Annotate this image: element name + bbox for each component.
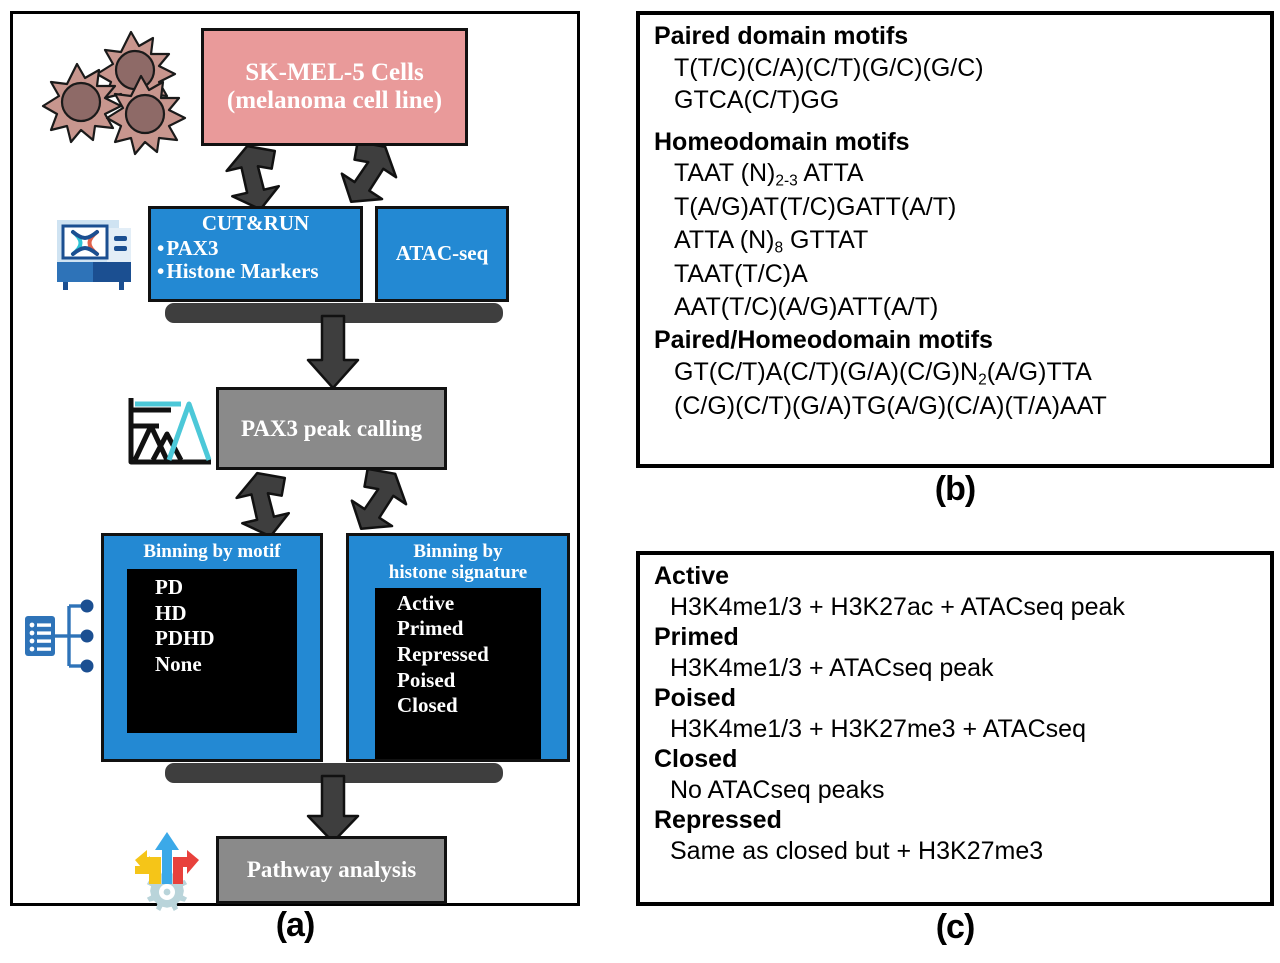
arrow-peak-calling-to-binning xyxy=(235,469,408,537)
motif-group-heading: Homeodomain motifs xyxy=(654,127,910,156)
box-atac-seq: ATAC-seq xyxy=(375,206,509,302)
panel-a-workflow-diagram: SK-MEL-5 Cells (melanoma cell line) CUT&… xyxy=(10,11,580,911)
box-sk-mel-5-cells: SK-MEL-5 Cells (melanoma cell line) xyxy=(201,28,468,146)
motif-pre: ATTA (N) xyxy=(674,225,775,254)
signature-group-repressed: Repressed Same as closed but + H3K27me3 xyxy=(640,806,1270,867)
signature-definition: H3K4me1/3 + H3K27ac + ATACseq peak xyxy=(670,593,1125,621)
connector-bar-binning xyxy=(165,763,503,783)
sequencer-machine-icon xyxy=(57,220,131,290)
box-pathway-analysis: Pathway analysis xyxy=(216,836,447,904)
binning-by-histone-list: Active Primed Repressed Poised Closed xyxy=(375,587,541,759)
motif-sub: 2-3 xyxy=(775,172,798,190)
motif-bin-hd: HD xyxy=(155,600,187,625)
motif-post: GTTAT xyxy=(783,225,869,254)
motif-group-paired-homeodomain: Paired/Homeodomain motifs GT(C/T)A(C/T)(… xyxy=(640,325,1270,422)
motif-item: (C/G)(C/T)(G/A)TG(A/G)(C/A)(T/A)AAT xyxy=(674,392,1107,421)
motif-bin-pdhd: PDHD xyxy=(155,626,215,651)
signature-group-poised: Poised H3K4me1/3 + H3K27me3 + ATACseq xyxy=(640,684,1270,745)
sk-mel-5-line1: SK-MEL-5 Cells xyxy=(245,59,424,86)
signature-definition: H3K4me1/3 + H3K27me3 + ATACseq xyxy=(670,715,1086,743)
cut-and-run-bullet-pax3: PAX3 xyxy=(157,236,360,261)
motif-pre: GT(C/T)A(C/T)(G/A)(C/G)N xyxy=(674,357,979,386)
signature-definition: No ATACseq peaks xyxy=(670,776,885,804)
motif-post: ATTA xyxy=(797,159,864,187)
pax3-peak-calling-title: PAX3 peak calling xyxy=(240,415,423,441)
signature-definition: H3K4me1/3 + ATACseq peak xyxy=(670,654,994,682)
cut-and-run-bullet-histone-markers: Histone Markers xyxy=(157,260,360,284)
signature-heading: Repressed xyxy=(654,806,782,834)
signature-group-active: Active H3K4me1/3 + H3K27ac + ATACseq pea… xyxy=(640,562,1270,623)
motif-group-heading: Paired domain motifs xyxy=(654,22,909,50)
arrow-binning-to-pathway xyxy=(306,774,360,844)
signature-heading: Poised xyxy=(654,684,736,712)
box-binning-by-histone-signature: Binning by histone signature Active Prim… xyxy=(346,533,570,762)
motif-item: AAT(T/C)(A/G)ATT(A/T) xyxy=(674,292,939,321)
histone-bin-closed: Closed xyxy=(397,693,458,718)
motif-item: TAAT (N)2-3 ATTA xyxy=(640,157,1270,191)
binning-by-histone-title-line1: Binning by xyxy=(413,541,503,562)
histone-bin-active: Active xyxy=(397,590,455,615)
cut-and-run-title: CUT&RUN xyxy=(201,211,310,235)
arrow-cells-to-assays xyxy=(225,142,398,210)
box-cut-and-run: CUT&RUN PAX3 Histone Markers xyxy=(148,206,363,302)
panel-c-label: (c) xyxy=(935,908,976,946)
histone-bin-poised: Poised xyxy=(397,667,456,692)
signature-heading: Closed xyxy=(654,745,738,773)
motif-group-heading: Paired/Homeodomain motifs xyxy=(654,326,993,355)
binning-by-histone-title: Binning by histone signature xyxy=(385,536,531,588)
motif-item: GT(C/T)A(C/T)(G/A)(C/G)N2(A/G)TTA xyxy=(640,356,1270,390)
motif-bin-pd: PD xyxy=(155,574,183,599)
motif-bin-none: None xyxy=(155,651,202,676)
pathway-arrows-gear-icon xyxy=(135,832,199,911)
motif-item: T(T/C)(C/A)(C/T)(G/C)(G/C) xyxy=(674,53,984,82)
motif-item: GTCA(C/T)GG xyxy=(674,86,840,114)
panel-b-label: (b) xyxy=(934,470,976,508)
binning-by-histone-title-line2: histone signature xyxy=(388,561,528,583)
binning-by-motif-title: Binning by motif xyxy=(143,541,281,562)
signature-group-closed: Closed No ATACseq peaks xyxy=(640,745,1270,806)
atac-seq-title: ATAC-seq xyxy=(395,241,489,266)
signature-heading: Primed xyxy=(654,623,739,651)
peak-trace-chart-icon xyxy=(128,398,212,465)
signature-definition: Same as closed but + H3K27me3 xyxy=(670,837,1044,865)
histone-bin-repressed: Repressed xyxy=(397,642,489,666)
box-pax3-peak-calling: PAX3 peak calling xyxy=(216,387,447,470)
motif-item: T(A/G)AT(T/C)GATT(A/T) xyxy=(674,193,957,222)
motif-pre: TAAT (N) xyxy=(674,159,776,187)
motif-sub: 8 xyxy=(774,239,784,257)
connector-bar-assays xyxy=(165,303,503,323)
pathway-analysis-title: Pathway analysis xyxy=(246,857,417,883)
panel-c-histone-signatures: Active H3K4me1/3 + H3K27ac + ATACseq pea… xyxy=(636,551,1274,906)
melanoma-cells-icon xyxy=(41,30,187,156)
binning-by-motif-list: PD HD PDHD None xyxy=(127,568,297,733)
signature-group-primed: Primed H3K4me1/3 + ATACseq peak xyxy=(640,623,1270,684)
list-branch-icon xyxy=(25,599,94,673)
motif-group-paired-domain: Paired domain motifs T(T/C)(C/A)(C/T)(G/… xyxy=(640,21,1270,117)
panel-b-motifs: Paired domain motifs T(T/C)(C/A)(C/T)(G/… xyxy=(636,11,1274,468)
motif-post: (A/G)TTA xyxy=(986,357,1092,386)
signature-heading: Active xyxy=(654,562,730,590)
box-binning-by-motif: Binning by motif PD HD PDHD None xyxy=(101,533,323,762)
sk-mel-5-line2: (melanoma cell line) xyxy=(226,87,443,114)
motif-item: ATTA (N)8 GTTAT xyxy=(640,224,1270,258)
histone-bin-primed: Primed xyxy=(397,616,464,641)
motif-sub: 2 xyxy=(978,371,987,389)
arrow-assays-to-peak-calling xyxy=(306,314,360,390)
motif-group-homeodomain: Homeodomain motifs TAAT (N)2-3 ATTA T(A/… xyxy=(640,127,1270,324)
motif-item: TAAT(T/C)A xyxy=(674,260,808,289)
panel-a-label: (a) xyxy=(275,906,316,944)
